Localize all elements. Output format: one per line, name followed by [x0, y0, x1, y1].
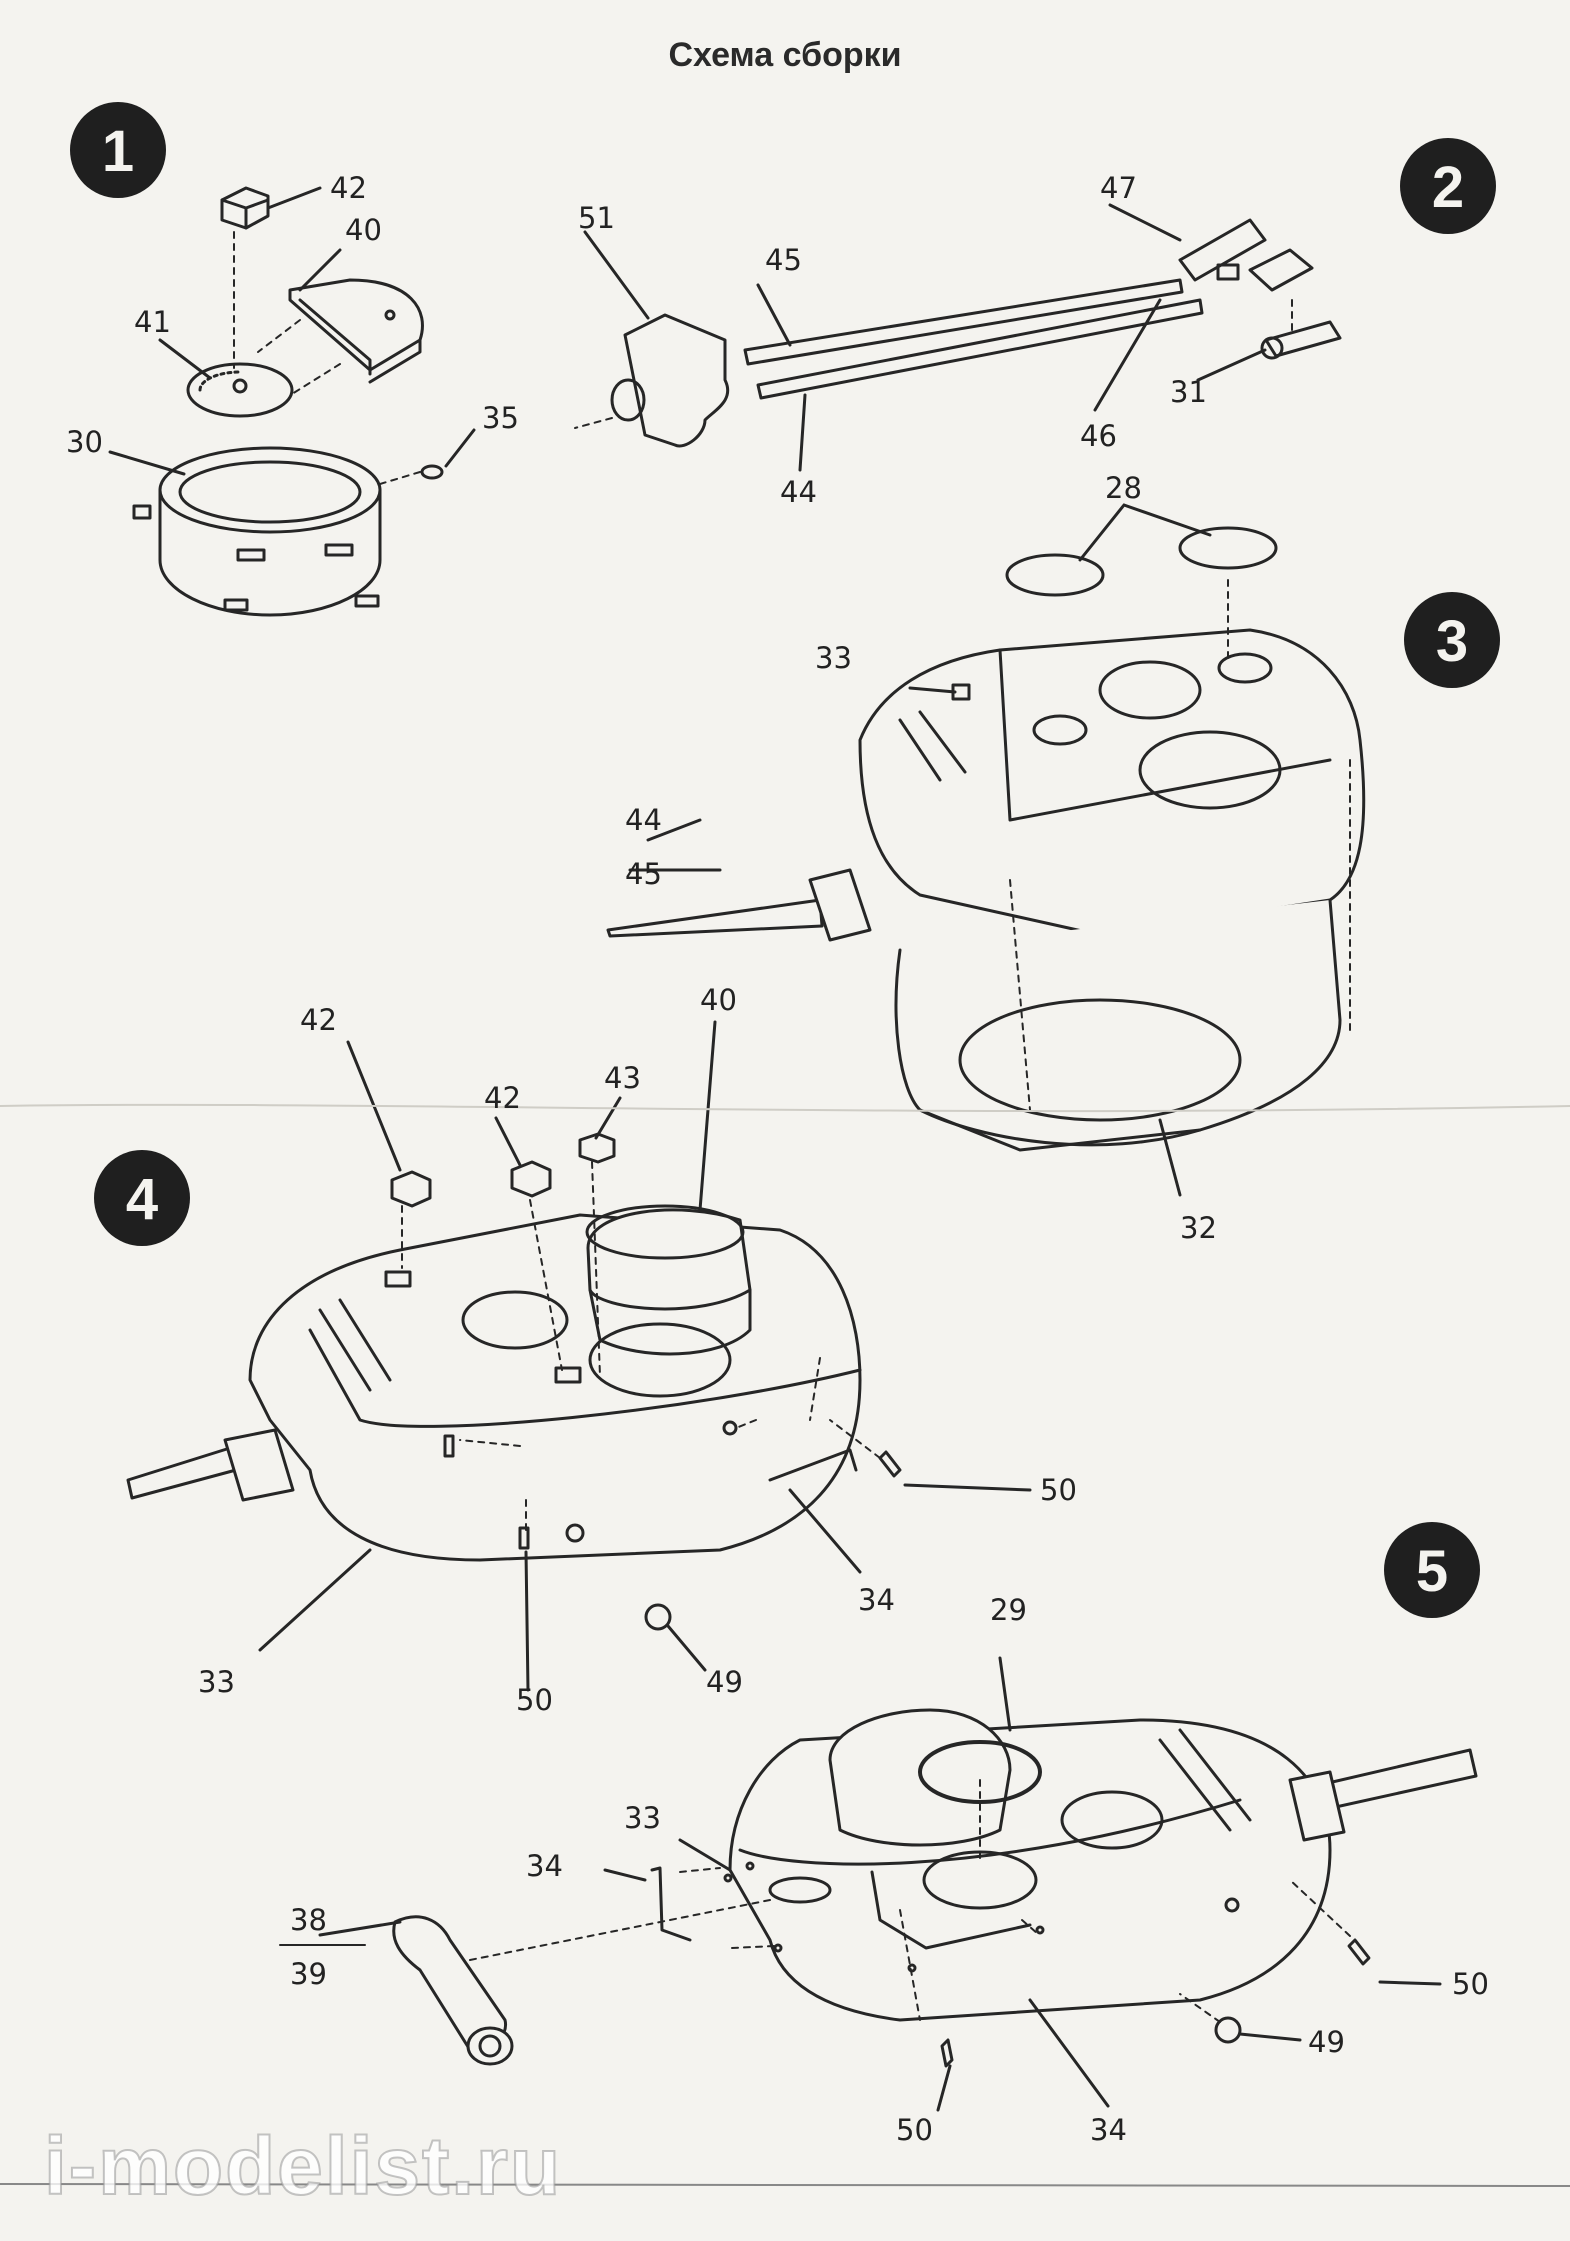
part-47-breech	[1178, 218, 1314, 292]
grab-handle	[443, 1434, 455, 1458]
bottom-border	[0, 2183, 1570, 2187]
part-33-turret	[248, 1213, 862, 1562]
part-label: 39	[290, 1957, 327, 1991]
part-49-mount	[644, 1603, 672, 1631]
part-label: 49	[1308, 2025, 1345, 2059]
part-32-turret-base	[894, 898, 1342, 1152]
part-label: 42	[330, 171, 367, 205]
part-44-45-gun	[606, 868, 872, 942]
part-30-cupola	[158, 446, 382, 617]
part-38-39-tow-cable	[392, 1915, 514, 2066]
part-50-handle	[1347, 1938, 1371, 1966]
part-label: 33	[624, 1801, 661, 1835]
part-42-periscope	[220, 186, 270, 230]
part-label: 31	[1170, 375, 1207, 409]
step-number-4: 4	[126, 1167, 158, 1232]
part-label: 30	[66, 425, 103, 459]
part-40-hatch	[288, 278, 424, 384]
part-28-lens	[1178, 526, 1278, 570]
part-label: 38	[290, 1903, 327, 1937]
step-badge-4	[94, 1150, 190, 1246]
step1-assembly	[108, 186, 476, 617]
part-50-handle	[878, 1450, 902, 1478]
part-label: 34	[858, 1583, 895, 1617]
part-49-mount	[565, 1523, 585, 1543]
part-34-handrail	[650, 1866, 692, 1942]
part-label: 29	[990, 1593, 1027, 1627]
gun-barrel	[126, 1428, 295, 1502]
step-badge-2	[1400, 138, 1496, 234]
step-number-3: 3	[1436, 609, 1468, 674]
part-label: 46	[1080, 419, 1117, 453]
part-label: 47	[1100, 171, 1137, 205]
step-badge-3	[1404, 592, 1500, 688]
part-42-periscope	[390, 1170, 432, 1208]
watermark: i-modelist.ru	[43, 2120, 563, 2213]
part-28-lens	[1005, 553, 1105, 597]
part-34-handrail	[870, 1870, 1032, 1950]
small-part	[354, 594, 380, 608]
small-part	[223, 598, 249, 612]
part-49-mount	[722, 1420, 738, 1436]
part-44-gun-barrel	[756, 298, 1204, 400]
step-number-2: 2	[1432, 155, 1464, 220]
part-35-pin	[420, 464, 444, 480]
part-label: 33	[815, 641, 852, 675]
part-label: 42	[300, 1003, 337, 1037]
part-label: 40	[345, 213, 382, 247]
part-31-coaxial-mg	[1260, 320, 1342, 360]
part-label: 35	[482, 401, 519, 435]
part-label: 32	[1180, 1211, 1217, 1245]
part-label: 40	[700, 983, 737, 1017]
part-label: 45	[765, 243, 802, 277]
part-29-cupola-ring	[828, 1708, 1042, 1847]
part-label: 49	[706, 1665, 743, 1699]
part-40-cupola	[585, 1204, 752, 1356]
part-33-turret-roof	[858, 628, 1366, 937]
step2-assembly	[574, 203, 1342, 472]
step-badge-5	[1384, 1522, 1480, 1618]
step5-assembly	[279, 1656, 1478, 2112]
part-label: 45	[625, 857, 662, 891]
part-49-mount	[1224, 1897, 1240, 1913]
part-45-gun-barrel	[743, 278, 1184, 366]
part-label: 42	[484, 1081, 521, 1115]
part-label: 50	[1040, 1473, 1077, 1507]
step-badge-1	[70, 102, 166, 198]
step3-assembly	[606, 503, 1366, 1197]
part-33-turret-rear	[728, 1718, 1332, 2022]
part-41-hatch-ring	[186, 362, 294, 418]
page-title: Схема сборки	[668, 36, 902, 74]
part-label: 50	[516, 1683, 553, 1717]
part-49-mount	[1214, 2016, 1242, 2044]
gun-barrel-rear	[1288, 1748, 1478, 1842]
part-label: 51	[578, 201, 615, 235]
part-label: 34	[1090, 2113, 1127, 2147]
part-42-periscope	[510, 1160, 552, 1198]
part-label: 44	[780, 475, 817, 509]
part-50-handle	[940, 2038, 954, 2068]
part-label: 28	[1105, 471, 1142, 505]
grab-handle	[518, 1526, 530, 1550]
step-number-5: 5	[1416, 1539, 1448, 1604]
part-label: 33	[198, 1665, 235, 1699]
step4-assembly	[126, 1020, 1032, 1692]
part-label: 34	[526, 1849, 563, 1883]
part-label: 50	[896, 2113, 933, 2147]
small-part	[132, 504, 152, 520]
part-34-handrail	[768, 1448, 858, 1482]
part-51-mantlet	[610, 313, 729, 448]
part-label: 50	[1452, 1967, 1489, 2001]
fold-line	[0, 1103, 1570, 1113]
part-label: 43	[604, 1061, 641, 1095]
part-label: 41	[134, 305, 171, 339]
step-number-1: 1	[102, 119, 134, 184]
part-label: 44	[625, 803, 662, 837]
